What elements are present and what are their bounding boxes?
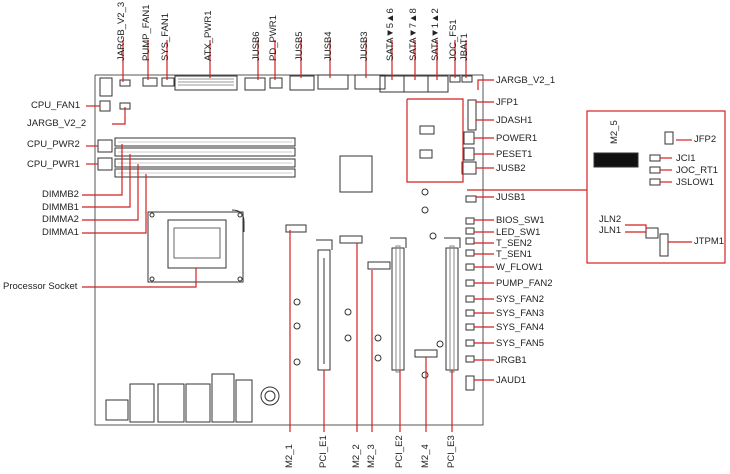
label-jargb-v2-1: JARGB_V2_1 — [496, 75, 556, 86]
label-m2-5: M2_5 — [609, 120, 620, 144]
label-cpu-pwr1: CPU_PWR1 — [27, 159, 80, 170]
right-headers — [461, 99, 477, 391]
label-jusb1: JUSB1 — [496, 192, 526, 203]
label-sata56: SATA▼5▲6 — [385, 8, 396, 61]
label-jdash1: JDASH1 — [496, 115, 533, 126]
label-m2-3: M2_3 — [366, 444, 377, 468]
label-pd-pwr1: PD_PWR1 — [268, 15, 279, 61]
pci-slots — [316, 237, 461, 373]
label-jusb4: JUSB4 — [323, 31, 334, 61]
inset-panel — [586, 110, 726, 264]
label-sys-fan2: SYS_FAN2 — [496, 294, 545, 305]
label-dimmb1: DIMMB1 — [42, 202, 79, 213]
mount-holes — [293, 188, 444, 379]
label-cpu-fan1: CPU_FAN1 — [31, 100, 81, 111]
label-processor-socket: Processor Socket — [3, 281, 78, 292]
label-w-flow1: W_FLOW1 — [496, 262, 543, 273]
label-joc-fs1: JOC_FS1 — [448, 19, 459, 61]
label-jln1: JLN1 — [599, 225, 622, 236]
label-jargb-v2-2: JARGB_V2_2 — [27, 118, 87, 129]
label-sys-fan5: SYS_FAN5 — [496, 338, 545, 349]
label-dimma2: DIMMA2 — [42, 214, 79, 225]
label-jrgb1: JRGB1 — [496, 355, 527, 366]
label-sys-fan1: SYS_FAN1 — [160, 12, 171, 61]
label-jusb5: JUSB5 — [294, 31, 305, 61]
label-cpu-pwr2: CPU_PWR2 — [27, 139, 80, 150]
label-sata78: SATA▼7▲8 — [408, 8, 419, 61]
label-t-sen2: T_SEN2 — [496, 238, 532, 249]
top-components — [99, 74, 473, 97]
label-jslow1: JSLOW1 — [676, 177, 715, 188]
label-sata12: SATA▼1▲2 — [430, 8, 441, 61]
label-power1: POWER1 — [496, 133, 538, 144]
label-joc-rt1: JOC_RT1 — [676, 165, 719, 176]
label-dimmb2: DIMMB2 — [42, 189, 79, 200]
label-sys-fan4: SYS_FAN4 — [496, 322, 545, 333]
label-m2-1: M2_1 — [284, 444, 295, 468]
label-led-sw1: LED_SW1 — [496, 227, 541, 238]
label-sys-fan3: SYS_FAN3 — [496, 308, 545, 319]
label-jtpm1: JTPM1 — [694, 236, 725, 247]
label-m2-2: M2_2 — [351, 444, 362, 468]
label-t-sen1: T_SEN1 — [496, 249, 532, 260]
leader-lines — [82, 40, 692, 432]
dimm-slots — [114, 137, 296, 178]
label-jargb-v2-3: JARGB_V2_3 — [116, 1, 127, 61]
label-m2-4: M2_4 — [420, 444, 431, 468]
board — [94, 74, 484, 426]
label-pci-e3: PCI_E3 — [446, 435, 457, 468]
rear-io — [105, 373, 280, 423]
label-pump-fan1: PUMP_FAN1 — [141, 4, 152, 62]
label-jfp1: JFP1 — [496, 97, 519, 108]
label-dimma1: DIMMA1 — [42, 227, 79, 238]
label-pci-e1: PCI_E1 — [318, 435, 329, 468]
label-peset1: PESET1 — [496, 149, 533, 160]
label-jbat1: JBAT1 — [459, 33, 470, 61]
label-jln2: JLN2 — [599, 214, 622, 225]
chipset — [339, 125, 435, 193]
label-jusb2: JUSB2 — [496, 163, 526, 174]
label-pci-e2: PCI_E2 — [394, 435, 405, 468]
label-atx-pwr1: ATX_PWR1 — [203, 10, 214, 61]
label-bios-sw1: BIOS_SW1 — [496, 215, 545, 226]
label-jusb6: JUSB6 — [251, 31, 262, 61]
label-pump-fan2: PUMP_FAN2 — [496, 278, 553, 289]
label-jfp2: JFP2 — [694, 134, 717, 145]
label-jusb3: JUSB3 — [359, 31, 370, 61]
inset-components — [593, 131, 674, 257]
label-jaud1: JAUD1 — [496, 375, 527, 386]
label-jci1: JCI1 — [676, 153, 696, 164]
m2-slots — [285, 224, 438, 358]
